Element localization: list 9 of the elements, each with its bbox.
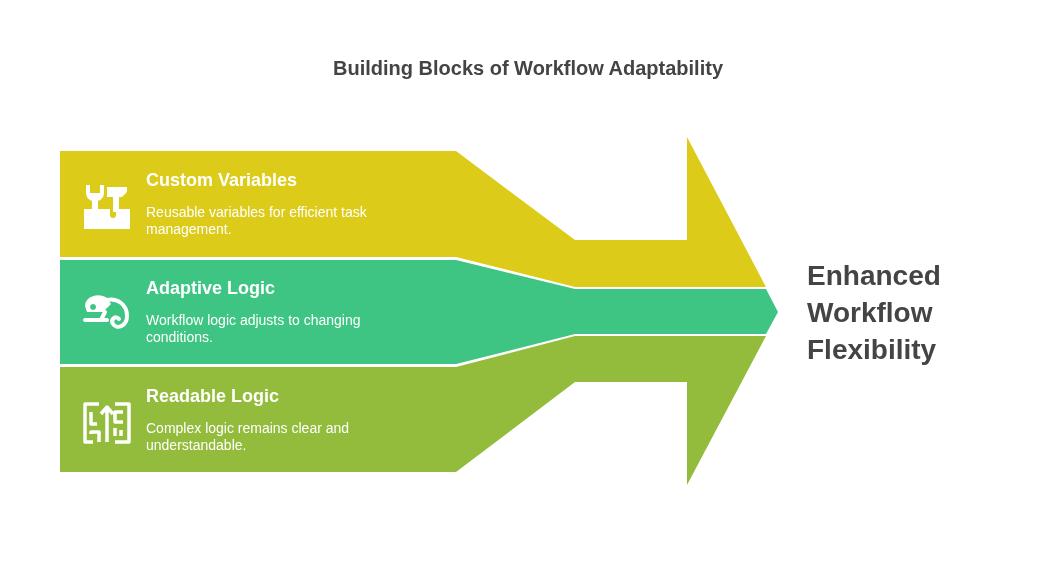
- segment-heading: Custom Variables: [146, 169, 298, 191]
- arrow-segment: [60, 260, 778, 364]
- segment-heading: Readable Logic: [146, 385, 280, 407]
- segment-description: Complex logic remains clear and understandable.: [146, 420, 351, 454]
- diagram-title: Building Blocks of Workflow Adaptability: [333, 56, 723, 80]
- segment-description: Workflow logic adjusts to changing conditions.: [146, 312, 362, 346]
- segment-description: Reusable variables for efficient task management.: [146, 204, 368, 238]
- segment-heading: Adaptive Logic: [146, 277, 275, 299]
- result-text: Enhanced Workflow Flexibility: [807, 259, 942, 367]
